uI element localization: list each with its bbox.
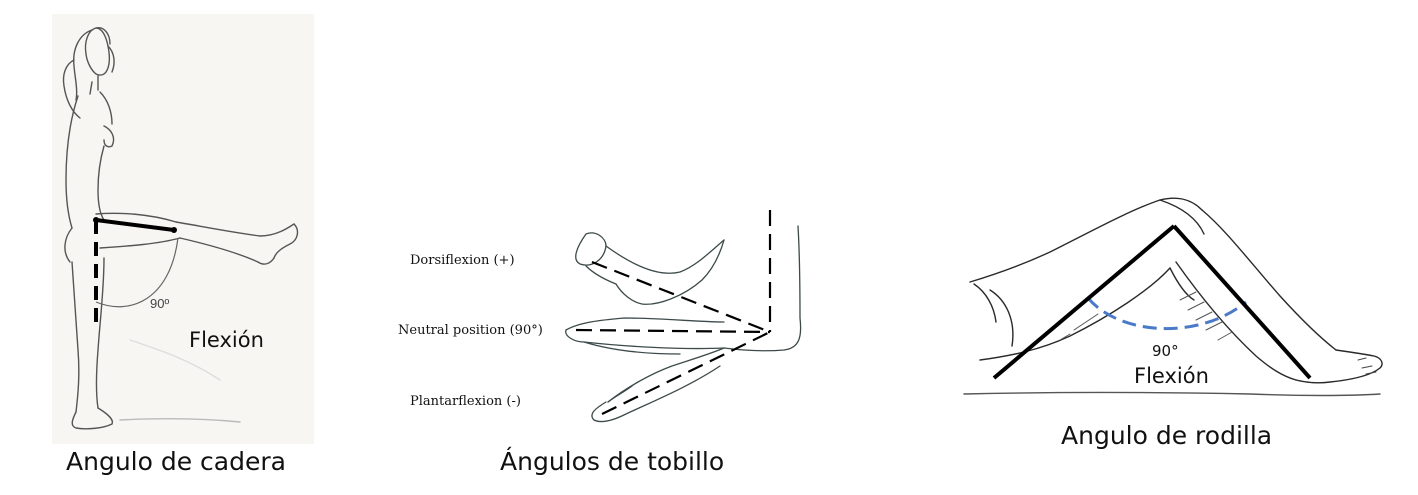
knee-leg-illustration	[963, 197, 1383, 397]
hip-caption: Angulo de cadera	[66, 447, 286, 476]
hip-figure-illustration	[52, 14, 314, 444]
neutral-position-label: Neutral position (90°)	[398, 323, 543, 338]
knee-shin-line	[1172, 224, 1312, 380]
dorsiflexion-label: Dorsiflexion (+)	[410, 253, 515, 268]
hip-angle-arc	[95, 237, 179, 308]
hip-panel: 90º Flexión Angulo de cadera	[0, 0, 330, 495]
knee-thigh-line	[992, 224, 1176, 380]
knee-joint-point	[171, 227, 177, 233]
hip-thigh-line	[95, 218, 175, 232]
ankle-caption: Ángulos de tobillo	[500, 447, 725, 476]
knee-caption: Angulo de rodilla	[1061, 421, 1273, 450]
hip-joint-point	[93, 217, 99, 223]
plantarflexion-dashed-line	[601, 331, 771, 415]
hip-angle-label: 90º	[150, 296, 170, 311]
knee-angle-label: 90°	[1152, 342, 1179, 360]
ankle-panel: Dorsiflexion (+) Neutral position (90°) …	[380, 0, 840, 495]
hip-motion-label: Flexión	[189, 328, 264, 352]
dorsiflexion-dashed-line	[591, 260, 771, 334]
neutral-dashed-line	[575, 328, 771, 334]
plantarflexion-label: Plantarflexion (-)	[410, 394, 521, 409]
hip-paper-background	[52, 14, 314, 444]
knee-motion-label: Flexión	[1134, 364, 1209, 388]
ankle-foot-illustration	[565, 210, 802, 423]
knee-panel: 90° Flexión Angulo de rodilla	[950, 0, 1410, 495]
ankle-dashed-lines	[575, 210, 772, 415]
knee-angle-arc	[1086, 297, 1247, 330]
